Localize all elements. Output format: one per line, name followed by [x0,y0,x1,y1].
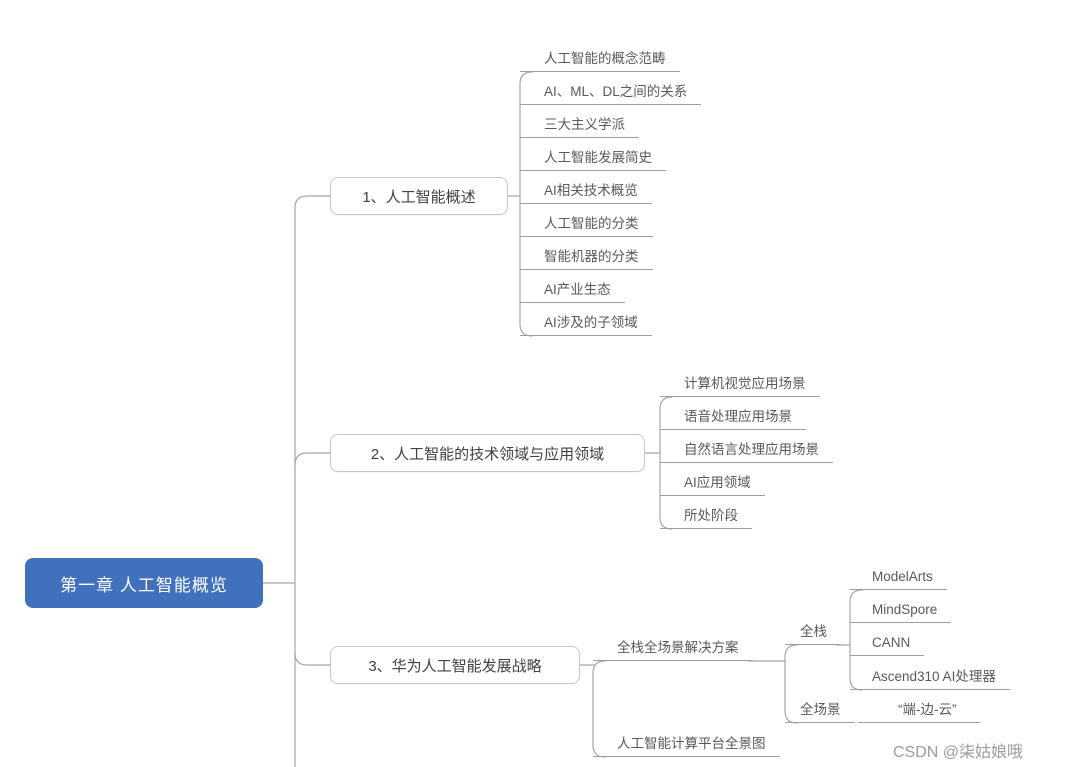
topic-node[interactable]: 智能机器的分类 [520,248,653,270]
topic-node[interactable]: “端-边-云” [858,701,981,723]
topic-node[interactable]: 所处阶段 [660,507,752,529]
topic-node[interactable]: 三大主义学派 [520,116,639,138]
topic-node[interactable]: 人工智能的分类 [520,215,653,237]
topic-node[interactable]: 全场景 [785,701,855,723]
branch-topic-3[interactable]: 3、华为人工智能发展战略 [330,646,580,684]
topic-node[interactable]: AI产业生态 [520,281,625,303]
branch-topic-2[interactable]: 2、人工智能的技术领域与应用领域 [330,434,645,472]
topic-node[interactable]: AI相关技术概览 [520,182,652,204]
topic-node[interactable]: AI涉及的子领域 [520,314,652,336]
topic-node[interactable]: 人工智能的概念范畴 [520,50,680,72]
topic-node[interactable]: 人工智能计算平台全景图 [593,735,780,757]
topic-node[interactable]: 全栈全场景解决方案 [593,639,753,661]
branch-topic-1[interactable]: 1、人工智能概述 [330,177,508,215]
topic-node[interactable]: Ascend310 AI处理器 [850,668,1010,690]
watermark: CSDN @柒姑娘哦 [893,744,1024,761]
topic-node[interactable]: 自然语言处理应用场景 [660,441,833,463]
topic-node[interactable]: ModelArts [850,568,947,590]
topic-node[interactable]: 人工智能发展简史 [520,149,666,171]
topic-node[interactable]: AI应用领域 [660,474,765,496]
topic-node[interactable]: 全栈 [785,623,841,645]
topic-node[interactable]: 语音处理应用场景 [660,408,806,430]
topic-node[interactable]: 计算机视觉应用场景 [660,375,820,397]
topic-node[interactable]: AI、ML、DL之间的关系 [520,83,702,105]
topic-node[interactable]: MindSpore [850,601,952,623]
topic-node[interactable]: CANN [850,634,925,656]
root-topic[interactable]: 第一章 人工智能概览 [25,558,263,608]
